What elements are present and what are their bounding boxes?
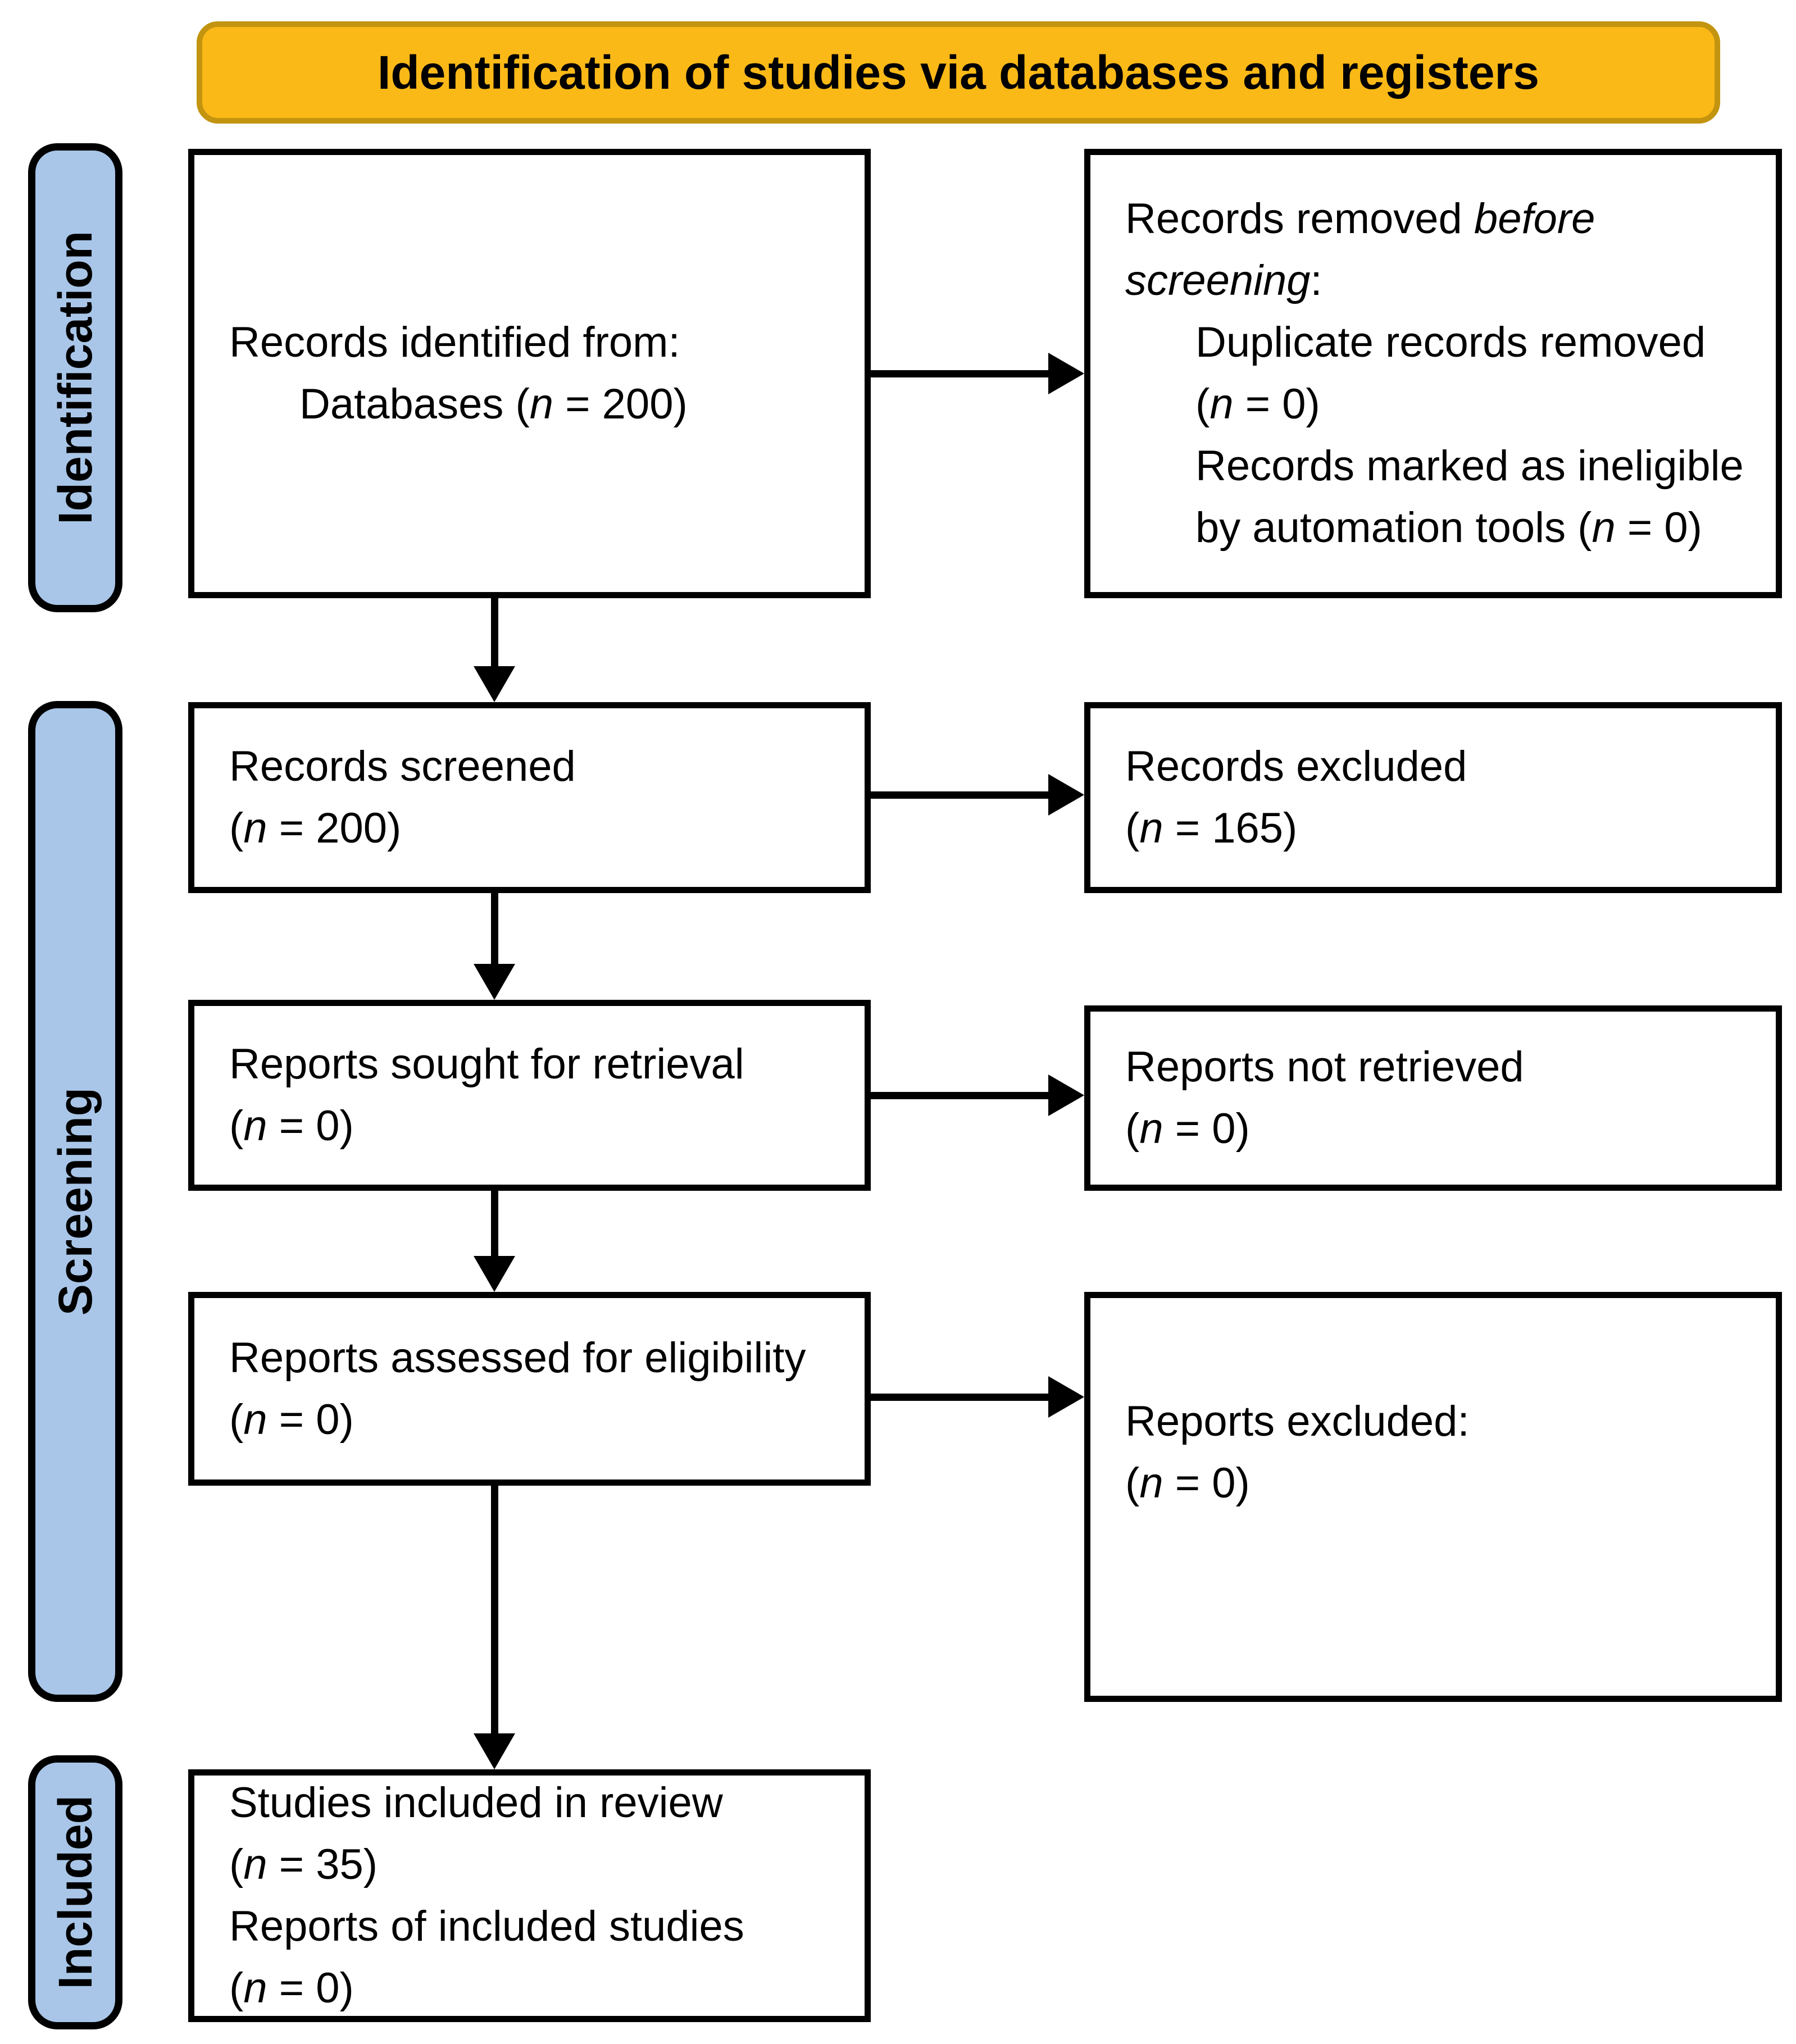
box-records-identified: Records identified from:Databases (n = 2…: [188, 149, 871, 598]
phase-label-included-text: Included: [48, 1795, 102, 1990]
box-reports-excluded: Reports excluded:(n = 0): [1084, 1292, 1782, 1702]
phase-label-screening-text: Screening: [48, 1087, 102, 1316]
box-records-screened: Records screened(n = 200): [188, 702, 871, 893]
box-reports-not-retrieved: Reports not retrieved(n = 0): [1084, 1005, 1782, 1191]
banner-identification-via-databases: Identification of studies via databases …: [197, 21, 1720, 124]
phase-label-identification-text: Identification: [48, 231, 102, 525]
box-studies-included: Studies included in review(n = 35)Report…: [188, 1769, 871, 2022]
box-reports-assessed: Reports assessed for eligibility(n = 0): [188, 1292, 871, 1486]
phase-label-screening: Screening: [28, 701, 122, 1702]
phase-label-included: Included: [28, 1755, 122, 2029]
box-records-excluded: Records excluded(n = 165): [1084, 702, 1782, 893]
box-reports-sought: Reports sought for retrieval(n = 0): [188, 1000, 871, 1191]
banner-title: Identification of studies via databases …: [378, 45, 1539, 99]
phase-label-identification: Identification: [28, 143, 122, 612]
